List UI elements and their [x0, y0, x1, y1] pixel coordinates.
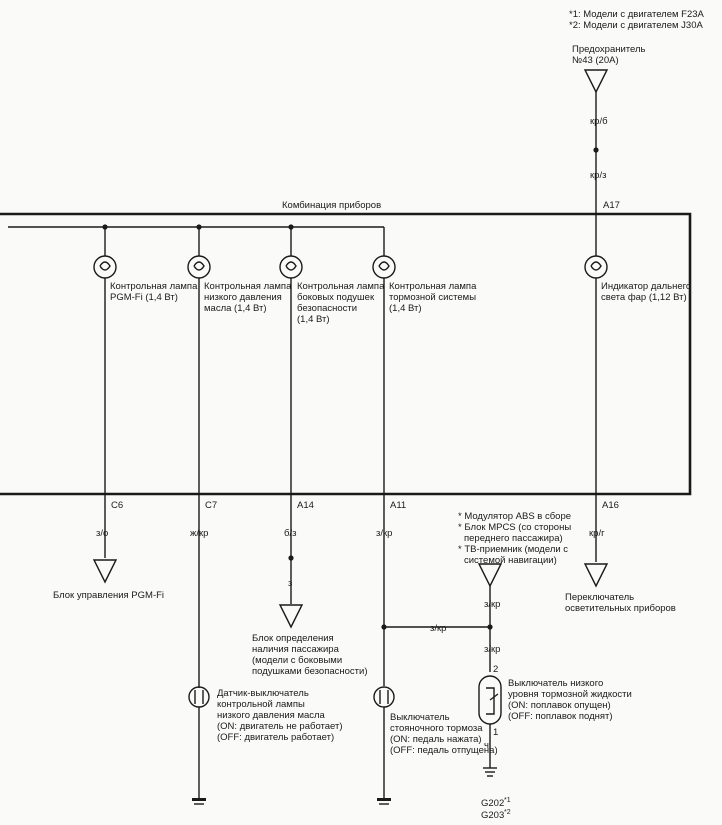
lamp-label: боковых подушек	[297, 292, 375, 303]
splice-dot-a11	[381, 624, 387, 630]
abs-block-label: переднего пассажира)	[464, 533, 563, 544]
fluid-switch-label: (ON: поплавок опущен)	[508, 700, 611, 711]
fluid-switch-pin-1: 1	[493, 727, 498, 738]
note-f23a: *1: Модели с двигателем F23A	[569, 9, 705, 20]
wire-color-a11: з/кр	[376, 528, 392, 539]
fluid-switch-label: (OFF: поплавок поднят)	[508, 711, 613, 722]
cluster-title: Комбинация приборов	[282, 200, 381, 211]
pin-a16: A16	[602, 500, 619, 511]
lamp-label: низкого давления	[204, 292, 282, 303]
lamp-label: PGM-Fi (1,4 Вт)	[110, 292, 178, 303]
odp-label: подушками безопасности)	[252, 666, 367, 677]
brake-fluid-switch-icon	[478, 675, 502, 725]
odp-label: наличия пассажира	[252, 644, 340, 655]
fluid-switch-label: уровня тормозной жидкости	[508, 689, 632, 700]
fluid-switch-label: Выключатель низкого	[508, 678, 603, 689]
wire-color-junction: з/кр	[430, 623, 446, 634]
wire-color-fluid: з/кр	[484, 644, 500, 655]
wire-color-c7: ж/кр	[190, 528, 208, 539]
instrument-cluster-frame	[0, 212, 692, 496]
ground-icon	[377, 792, 391, 805]
lamp-label: безопасности	[297, 303, 357, 314]
ground-g202: G202	[481, 798, 504, 809]
ground-g202-note: *1	[504, 797, 511, 804]
abs-block-label: * Блок MPCS (со стороны	[458, 522, 571, 533]
lamp-label: Контрольная лампа	[389, 281, 477, 292]
pin-a14: A14	[297, 500, 314, 511]
lamp-label: масла (1,4 Вт)	[204, 303, 267, 314]
lamp-label: Контрольная лампа	[204, 281, 292, 292]
abs-block-label: * ТВ-приемник (модели с	[458, 544, 568, 555]
pin-c6: C6	[111, 500, 123, 511]
pgm-fi-unit-label: Блок управления PGM-Fi	[53, 590, 164, 601]
lamp-label: (1,4 Вт)	[389, 303, 422, 314]
oil-switch-label: Датчик-выключатель	[217, 688, 309, 699]
wire-color-c6: з/о	[96, 528, 108, 539]
pin-a17: A17	[603, 200, 620, 211]
wire-color-kr-z: кр/з	[590, 170, 606, 181]
fluid-switch-pin-2: 2	[493, 664, 498, 675]
oil-switch-label: (ON: двигатель не работает)	[217, 721, 343, 732]
brake-switch-label: (OFF: педаль отпущена)	[390, 745, 498, 756]
odp-label: Блок определения	[252, 633, 334, 644]
pgm-fi-connector-triangle	[92, 559, 118, 584]
wire-color-a16: кр/г	[589, 528, 605, 539]
lamp-label: тормозной системы	[389, 292, 476, 303]
splice-dot-top	[593, 147, 599, 153]
wire-color-a14: б/з	[284, 528, 296, 539]
splice-dot-abs	[487, 624, 493, 630]
light-switch-label: осветительных приборов	[565, 603, 676, 614]
lamp-oil-pressure-icon	[187, 255, 211, 279]
ground-g203: G203	[481, 810, 504, 821]
oil-switch-label: низкого давления масла	[217, 710, 326, 721]
wire-color-kr-b: кр/б	[590, 116, 608, 127]
lamp-high-beam-icon	[584, 255, 608, 279]
fuse-number: №43 (20A)	[572, 55, 619, 66]
odp-connector-triangle	[278, 604, 304, 629]
lamp-label: Индикатор дальнего	[601, 281, 691, 292]
oil-pressure-switch-icon	[188, 686, 210, 708]
oil-switch-label: контрольной лампы	[217, 699, 305, 710]
wire-color-a14-lower: з	[288, 578, 292, 589]
note-j30a: *2: Модели с двигателем J30A	[569, 20, 703, 31]
wire-color-abs: з/кр	[484, 599, 500, 610]
brake-switch-label: Выключатель	[390, 712, 450, 723]
light-switch-connector-triangle	[583, 563, 609, 588]
lamp-pgm-fi-icon	[93, 255, 117, 279]
pin-a11: A11	[390, 500, 406, 511]
lamp-label: (1,4 Вт)	[297, 314, 330, 325]
parking-brake-switch-icon	[373, 686, 395, 708]
odp-label: (модели с боковыми	[252, 655, 342, 666]
brake-switch-label: стояночного тормоза	[390, 723, 483, 734]
lamp-brake-icon	[372, 255, 396, 279]
fuse-label: Предохранитель	[572, 44, 646, 55]
fuse-connector-triangle	[583, 69, 609, 94]
lamp-label: Контрольная лампа	[110, 281, 198, 292]
abs-block-label: * Модулятор ABS в сборе	[458, 511, 571, 522]
lamp-label: света фар (1,12 Вт)	[601, 292, 687, 303]
ground-g203-note: *2	[504, 809, 511, 816]
oil-switch-label: (OFF: двигатель работает)	[217, 732, 334, 743]
ground-icon	[192, 792, 206, 805]
wire-color-black: ч	[484, 740, 489, 751]
lamp-label: Контрольная лампа	[297, 281, 385, 292]
lamp-airbag-icon	[279, 255, 303, 279]
pin-c7: C7	[205, 500, 217, 511]
ground-icon	[483, 767, 497, 777]
abs-block-label: системой навигации)	[464, 555, 557, 566]
splice-dot-a14	[288, 555, 294, 561]
abs-connector-triangle	[477, 563, 503, 588]
light-switch-label: Переключатель	[565, 592, 634, 603]
brake-switch-label: (ON: педаль нажата)	[390, 734, 482, 745]
